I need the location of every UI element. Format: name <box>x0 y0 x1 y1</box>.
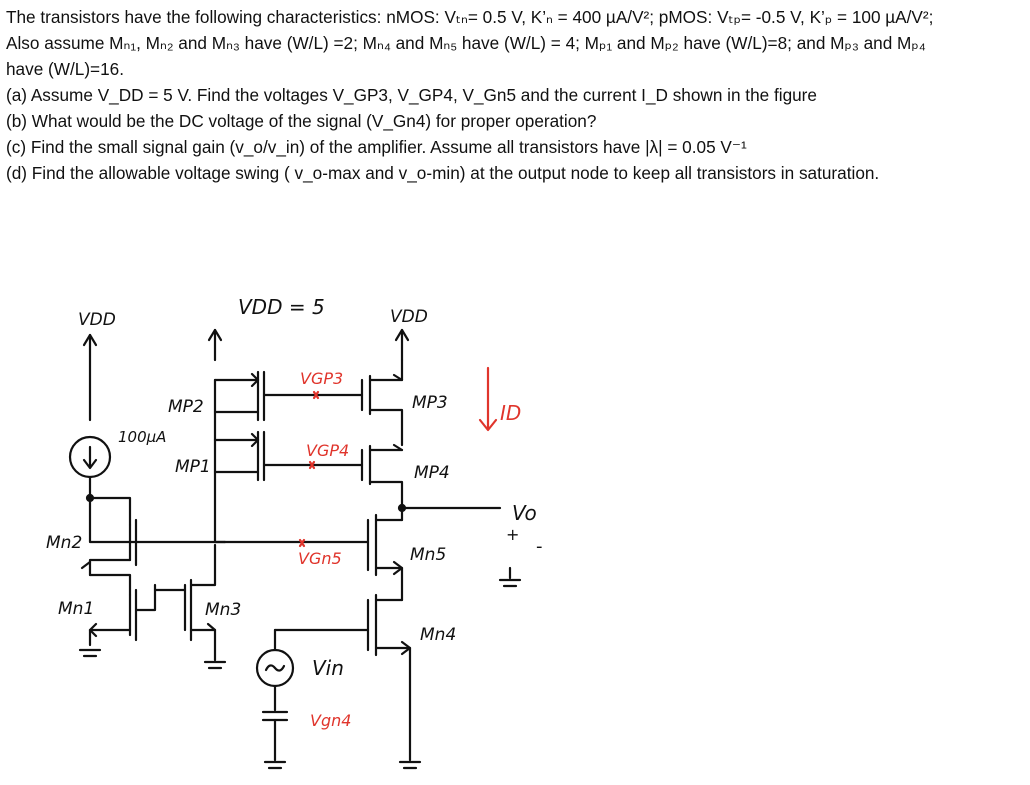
mn3-transistor <box>183 543 227 670</box>
label-vdd-mid: VDD = 5 <box>238 295 325 319</box>
problem-line-1: The transistors have the following chara… <box>6 7 934 27</box>
right-stack <box>273 328 502 770</box>
label-mp1: MP1 <box>175 457 211 477</box>
node-markers <box>298 390 320 548</box>
label-vo: Vo <box>512 501 537 525</box>
question-b: (b) What would be the DC voltage of the … <box>6 111 597 131</box>
label-plus: + <box>506 525 519 544</box>
label-vgp3: VGP3 <box>300 369 343 388</box>
label-vgn4: Vgn4 <box>310 711 351 730</box>
question-d: (d) Find the allowable voltage swing ( v… <box>6 163 880 183</box>
label-vgn5: VGn5 <box>298 549 342 568</box>
question-c: (c) Find the small signal gain (v_o/v_in… <box>6 137 747 157</box>
label-vdd-right: VDD <box>390 307 428 327</box>
id-arrow <box>478 366 498 432</box>
problem-line-3: have (W/L)=16. <box>6 59 124 79</box>
label-mn4: Mn4 <box>420 625 456 645</box>
label-current-source: 100µA <box>118 428 166 446</box>
label-mn3: Mn3 <box>205 600 241 620</box>
vin-source <box>255 628 295 770</box>
output-ground <box>498 566 522 588</box>
label-mn5: Mn5 <box>410 545 446 565</box>
question-a: (a) Assume V_DD = 5 V. Find the voltages… <box>6 85 817 105</box>
mn2-transistor <box>80 496 227 577</box>
label-vin: Vin <box>312 656 344 680</box>
label-vdd-left: VDD <box>78 310 116 330</box>
problem-line-2: Also assume Mₙ₁, Mₙ₂ and Mₙ₃ have (W/L) … <box>6 33 926 53</box>
label-mn1: Mn1 <box>58 599 94 619</box>
label-mp4: MP4 <box>414 463 450 483</box>
label-mp2: MP2 <box>168 397 204 417</box>
label-mn2: Mn2 <box>46 533 82 553</box>
label-vgp4: VGP4 <box>306 441 349 460</box>
label-minus: - <box>536 536 543 557</box>
label-mp3: MP3 <box>412 393 448 413</box>
mn1-transistor <box>78 573 187 658</box>
problem-text: The transistors have the following chara… <box>6 4 1026 186</box>
label-id: ID <box>500 401 521 425</box>
current-source-branch <box>68 333 112 503</box>
mp-stack-left <box>207 328 370 544</box>
